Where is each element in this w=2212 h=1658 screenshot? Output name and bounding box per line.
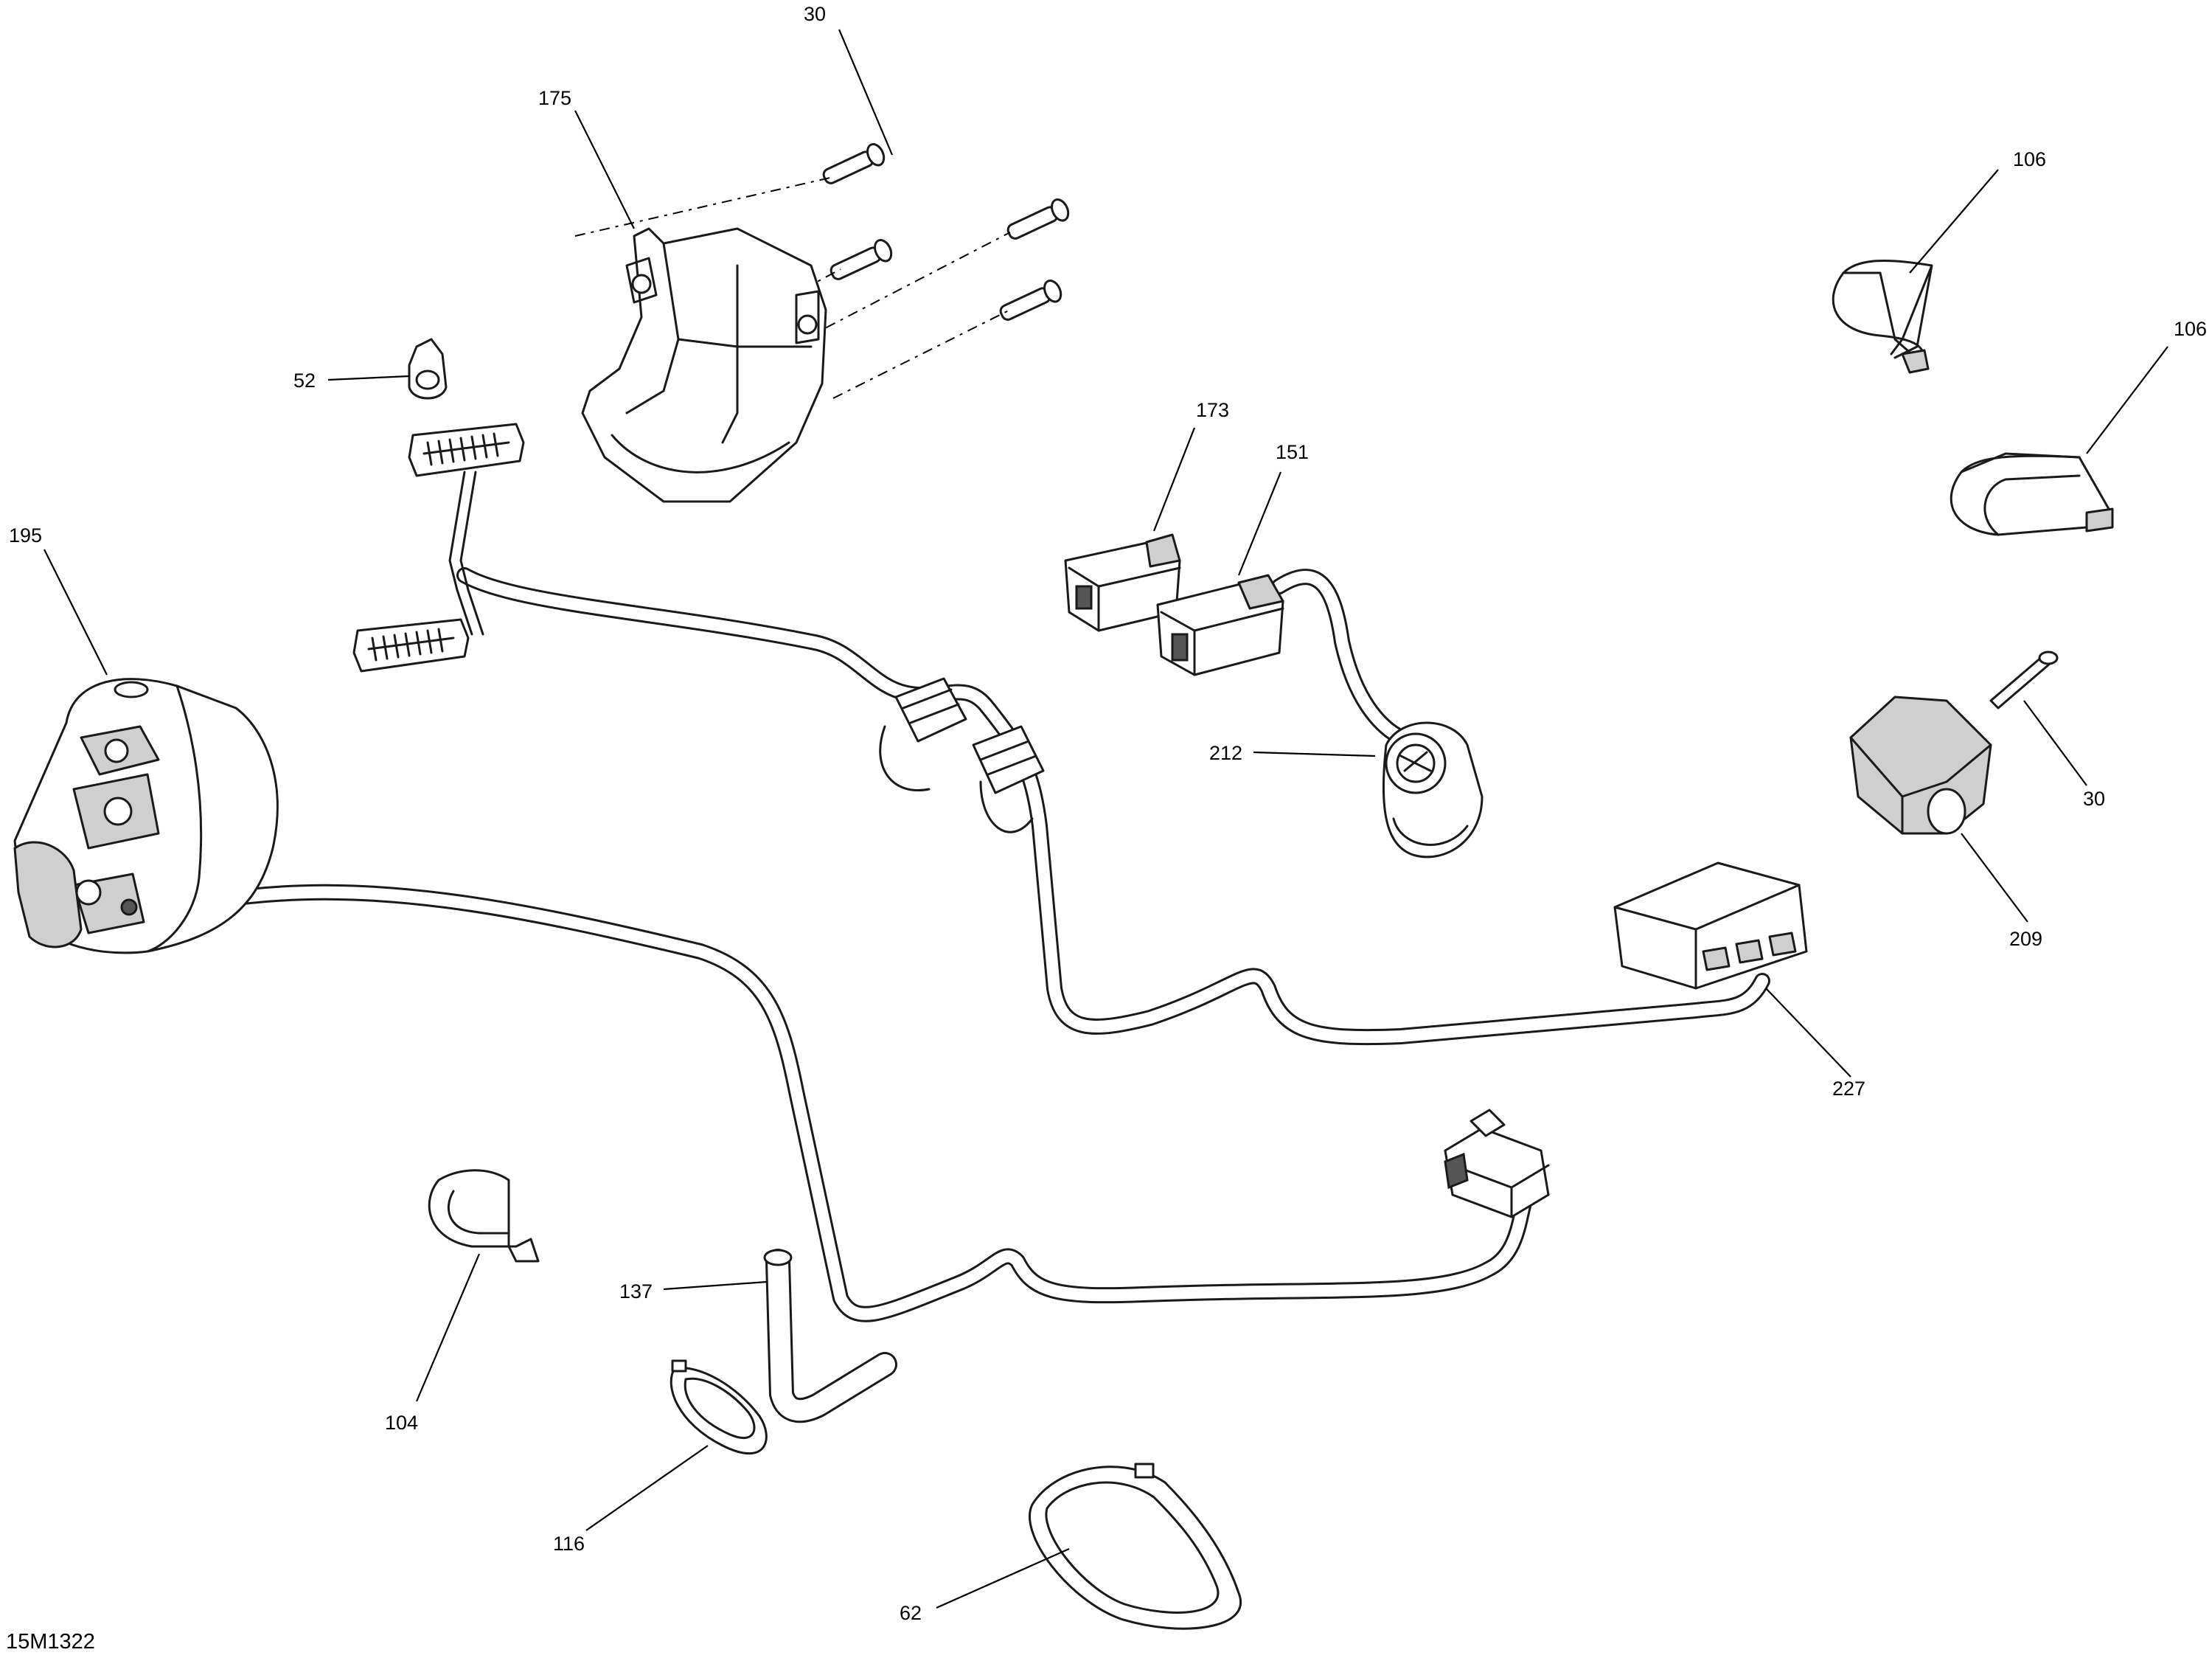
callout-30-top: 30 [804,3,826,25]
callout-106-a: 106 [2013,148,2046,170]
callout-116: 116 [553,1533,585,1555]
clip-52 [408,338,448,400]
handlebar-switch-195 [13,678,279,954]
sensor-212 [1382,721,1484,859]
callout-106-b: 106 [2174,318,2207,340]
tube-137 [763,1249,897,1423]
switch-housing-175 [581,227,827,503]
connector-173 [1064,533,1181,632]
callout-137: 137 [619,1280,653,1303]
connector-8pin-upper [408,423,525,477]
callout-labels: 30 175 52 106 106 173 151 195 212 30 209… [6,3,2207,1654]
callout-62: 62 [900,1602,922,1624]
clip-104 [428,1169,540,1263]
grommet-116 [669,1359,768,1455]
callout-175: 175 [538,87,571,109]
connector-8pin-lower [352,618,470,673]
callout-173: 173 [1196,399,1229,421]
callout-212: 212 [1209,742,1242,764]
boot-209 [1849,696,1992,835]
clip-106-b [1950,452,2114,536]
control-module-227 [1613,861,1808,990]
callout-104: 104 [385,1412,418,1434]
connector-lower-harness [1444,1109,1550,1218]
callout-30-right: 30 [2083,788,2105,810]
leader-lines [44,29,2168,1609]
pin-30-right [1989,651,2059,710]
callout-195: 195 [9,524,42,547]
connector-151 [1156,574,1284,676]
wiring-harness [213,471,1770,1322]
callout-209: 209 [2009,928,2042,950]
clip-106-a [1832,259,1933,374]
callout-227: 227 [1832,1078,1865,1100]
callout-151: 151 [1276,441,1309,463]
drawing-reference: 15M1322 [6,1630,95,1654]
callout-52: 52 [293,370,316,392]
grommet-62 [1029,1463,1242,1630]
harness-connector-pair [879,677,1045,833]
